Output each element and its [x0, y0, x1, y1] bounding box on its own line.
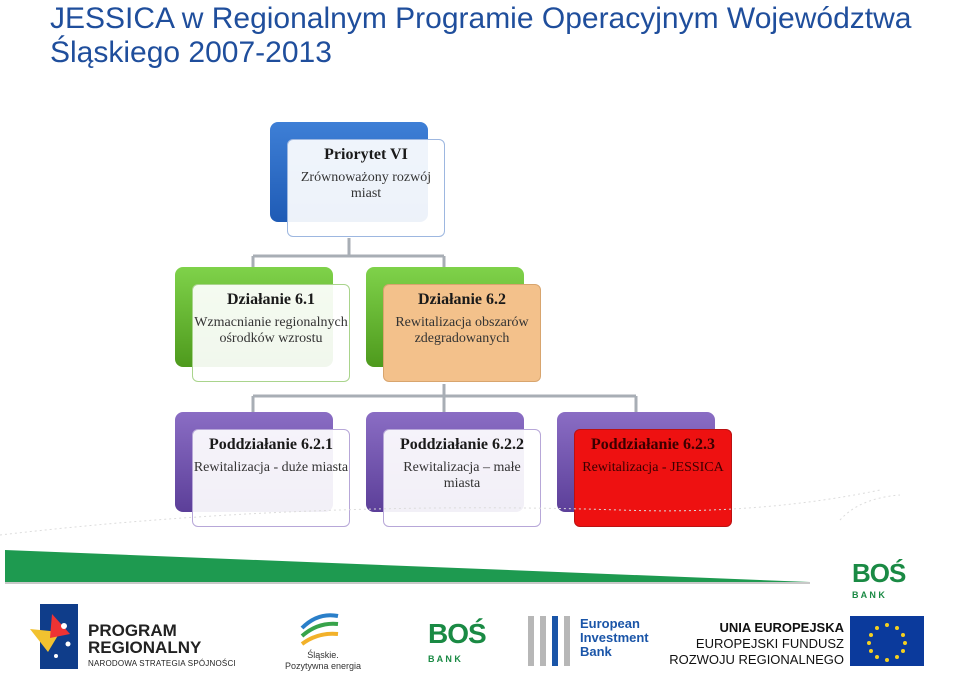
program-regionalny-logo: PROGRAM REGIONALNY NARODOWA STRATEGIA SP…	[88, 622, 236, 668]
bos-letters: BOŚ	[852, 558, 906, 588]
eib-line3: Bank	[580, 644, 612, 659]
eib-line2: Investment	[580, 630, 649, 645]
bos-letters: BOŚ	[428, 618, 487, 649]
node-heading: Poddziałanie 6.2.3	[590, 436, 715, 453]
bos-bank-logo-corner: BOŚ B A N K	[852, 560, 932, 610]
node-description: Rewitalizacja obszarów zdegradowanych	[395, 315, 529, 346]
node-front: Działanie 6.1 Wzmacnianie regionalnych o…	[192, 284, 350, 382]
action-6-2-node: Działanie 6.2 Rewitalizacja obszarów zde…	[366, 267, 541, 382]
slaskie-logo: Śląskie. Pozytywna energia	[283, 650, 363, 672]
program-line2: REGIONALNY	[88, 638, 202, 657]
node-front: Priorytet VI Zrównoważony rozwój miast	[287, 139, 445, 237]
node-description: Rewitalizacja – małe miasta	[403, 460, 521, 491]
bos-bank-logo: BOŚ B A N K	[428, 618, 508, 665]
priority-node: Priorytet VI Zrównoważony rozwój miast	[270, 122, 445, 237]
eu-line2: EUROPEJSKI FUNDUSZ	[695, 636, 844, 651]
action-6-1-node: Działanie 6.1 Wzmacnianie regionalnych o…	[175, 267, 350, 382]
eu-line3: ROZWOJU REGIONALNEGO	[669, 652, 844, 667]
node-heading: Poddziałanie 6.2.1	[208, 436, 333, 453]
eu-flag-icon	[850, 616, 924, 666]
node-front: Działanie 6.2 Rewitalizacja obszarów zde…	[383, 284, 541, 382]
sub-6-2-1-node: Poddziałanie 6.2.1 Rewitalizacja - duże …	[175, 412, 350, 527]
node-front: Poddziałanie 6.2.2 Rewitalizacja – małe …	[383, 429, 541, 527]
bos-bank-text: B A N K	[852, 590, 885, 600]
page-title: JESSICA w Regionalnym Programie Operacyj…	[50, 2, 912, 69]
eu-logo-text: UNIA EUROPEJSKA EUROPEJSKI FUNDUSZ ROZWO…	[660, 620, 844, 668]
stripe-shadow	[5, 582, 810, 584]
decorative-arc	[839, 494, 901, 521]
bos-bank-text: B A N K	[428, 654, 461, 664]
eu-line1: UNIA EUROPEJSKA	[719, 620, 844, 635]
slaskie-line1: Śląskie.	[307, 650, 339, 660]
program-regionalny-emblem	[30, 604, 78, 669]
decorative-arc	[0, 489, 881, 536]
node-description: Zrównoważony rozwój miast	[300, 170, 432, 201]
green-stripe	[5, 550, 810, 582]
node-description: Wzmacnianie regionalnych ośrodków wzrost…	[194, 315, 348, 346]
slaskie-emblem	[300, 613, 339, 646]
node-front: Poddziałanie 6.2.1 Rewitalizacja - duże …	[192, 429, 350, 527]
eib-line1: European	[580, 616, 640, 631]
program-line1: PROGRAM	[88, 621, 177, 640]
node-description: Rewitalizacja - duże miasta	[193, 460, 349, 475]
node-heading: Działanie 6.1	[227, 291, 315, 308]
footer-logos: PROGRAM REGIONALNY NARODOWA STRATEGIA SP…	[0, 600, 960, 675]
node-heading: Priorytet VI	[324, 146, 408, 163]
sub-6-2-2-node: Poddziałanie 6.2.2 Rewitalizacja – małe …	[366, 412, 541, 527]
node-description: Rewitalizacja - JESSICA	[582, 460, 724, 475]
eib-emblem	[528, 616, 570, 666]
program-line3: NARODOWA STRATEGIA SPÓJNOŚCI	[88, 659, 236, 668]
decorative-stripe	[0, 489, 901, 584]
node-heading: Działanie 6.2	[418, 291, 506, 308]
eib-logo: European Investment Bank	[580, 617, 649, 659]
slaskie-line2: Pozytywna energia	[284, 661, 362, 671]
node-heading: Poddziałanie 6.2.2	[399, 436, 524, 453]
